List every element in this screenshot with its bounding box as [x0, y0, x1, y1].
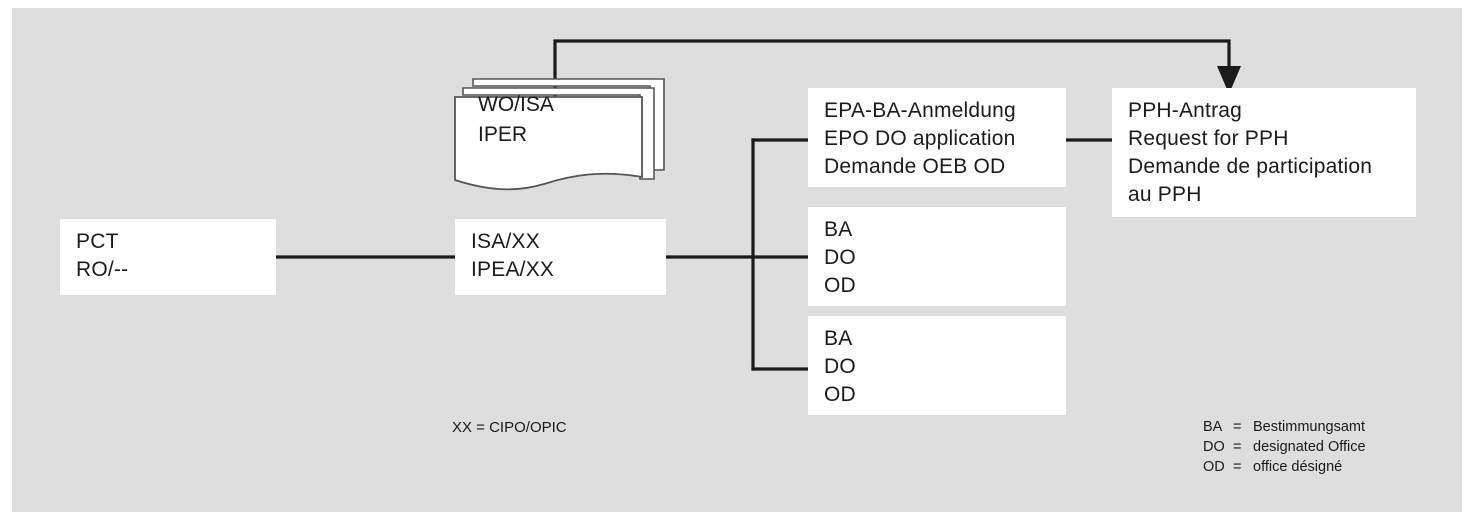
- legend-key: OD: [1203, 459, 1225, 475]
- legend-equals: =: [1233, 419, 1242, 435]
- node-pph-request: PPH-Antrag Request for PPH Demande de pa…: [1112, 88, 1416, 217]
- node-isa: ISA/XX IPEA/XX: [455, 219, 666, 295]
- note-xx-abbreviation: XX = CIPO/OPIC: [452, 419, 567, 436]
- legend-row: BA = Bestimmungsamt: [1203, 417, 1366, 437]
- legend-equals: =: [1233, 439, 1242, 455]
- node-pct: PCT RO/--: [60, 219, 276, 295]
- legend-row: DO = designated Office: [1203, 437, 1366, 457]
- node-ba-do-od-2: BA DO OD: [808, 316, 1066, 415]
- node-epo-do-application: EPA-BA-Anmeldung EPO DO application Dema…: [808, 88, 1066, 187]
- document-sheet-middle: [462, 87, 655, 180]
- legend-key: BA: [1203, 419, 1223, 435]
- legend: BA = Bestimmungsamt DO = designated Offi…: [1203, 417, 1366, 477]
- document-stack-wo-isa-iper: WO/ISA IPER: [452, 66, 672, 196]
- legend-value: Bestimmungsamt: [1253, 419, 1366, 435]
- legend-value: designated Office: [1253, 439, 1366, 455]
- legend-equals: =: [1233, 459, 1242, 475]
- document-sheet-front: [454, 96, 643, 191]
- legend-row: OD = office désigné: [1203, 457, 1366, 477]
- legend-value: office désigné: [1253, 459, 1343, 475]
- node-ba-do-od-1: BA DO OD: [808, 207, 1066, 306]
- document-stack-label: WO/ISA IPER: [478, 93, 554, 146]
- legend-key: DO: [1203, 439, 1225, 455]
